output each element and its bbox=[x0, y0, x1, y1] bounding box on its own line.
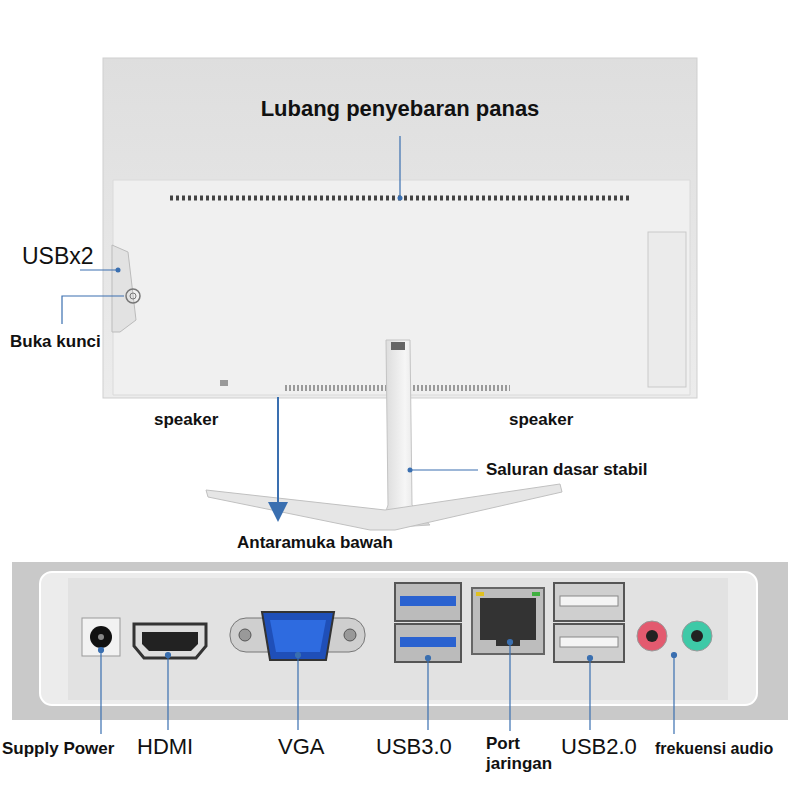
callout-label: Buka kunci bbox=[10, 332, 101, 352]
leader-dot bbox=[408, 468, 413, 473]
lock-icon bbox=[126, 289, 140, 303]
port-label: Supply Power bbox=[2, 739, 114, 759]
power-jack bbox=[82, 618, 120, 656]
callout-label: Saluran dasar stabil bbox=[486, 460, 648, 480]
audio-jack bbox=[682, 621, 712, 651]
usb3-tongue bbox=[400, 596, 456, 606]
network-port bbox=[472, 588, 544, 654]
usb2-port bbox=[554, 583, 624, 621]
hdmi-port bbox=[134, 624, 206, 658]
port-panel bbox=[12, 562, 788, 720]
usb3-port bbox=[395, 624, 461, 662]
heat-vent bbox=[170, 196, 630, 201]
port-face-inner bbox=[68, 578, 728, 700]
usb2-port bbox=[554, 624, 624, 662]
port-label: USB2.0 bbox=[561, 734, 637, 760]
jack-hole bbox=[691, 630, 703, 642]
part-label: speaker bbox=[509, 410, 573, 430]
small-port bbox=[220, 380, 228, 386]
port-label: VGA bbox=[278, 734, 324, 760]
usb2-tongue bbox=[560, 637, 618, 647]
port-label: USB3.0 bbox=[376, 734, 452, 760]
power-pin bbox=[98, 634, 104, 640]
power-hole bbox=[90, 626, 112, 648]
stand-base bbox=[206, 484, 562, 530]
usb3-tongue bbox=[400, 637, 456, 647]
hdmi-inner bbox=[142, 632, 198, 651]
part-label: speaker bbox=[154, 410, 218, 430]
leader-line bbox=[410, 469, 478, 470]
usb3-port bbox=[395, 583, 461, 621]
mic-jack bbox=[637, 621, 667, 651]
leader-line bbox=[399, 136, 400, 198]
callout-label: Lubang penyebaran panas bbox=[261, 96, 540, 122]
led bbox=[532, 592, 540, 596]
monitor-back bbox=[103, 58, 697, 398]
callout-label: USBx2 bbox=[22, 243, 94, 271]
jack-hole bbox=[646, 630, 658, 642]
port-face bbox=[40, 572, 757, 705]
leader-dot bbox=[398, 196, 403, 201]
leader-dot bbox=[116, 268, 121, 273]
port-label: HDMI bbox=[137, 734, 193, 760]
stand-clip bbox=[391, 342, 405, 350]
vga-screw bbox=[344, 629, 356, 641]
callout-label: Antaramuka bawah bbox=[237, 533, 393, 553]
vga-port bbox=[230, 618, 365, 652]
stand-neck bbox=[380, 340, 430, 528]
port-leaders bbox=[99, 640, 677, 735]
leader-line bbox=[62, 296, 124, 324]
arrow-line bbox=[277, 397, 279, 512]
vga-screw bbox=[239, 629, 251, 641]
network-socket bbox=[480, 598, 536, 646]
lock-icon-inner bbox=[130, 293, 136, 299]
vga-shell bbox=[262, 612, 334, 660]
leader-line bbox=[80, 269, 118, 270]
usb2-tongue bbox=[560, 596, 618, 606]
led bbox=[476, 592, 484, 596]
port-label: Port jaringan bbox=[486, 734, 570, 775]
vga-pins bbox=[270, 620, 326, 652]
port-label: frekuensi audio bbox=[655, 739, 773, 758]
side-panel bbox=[648, 232, 686, 387]
